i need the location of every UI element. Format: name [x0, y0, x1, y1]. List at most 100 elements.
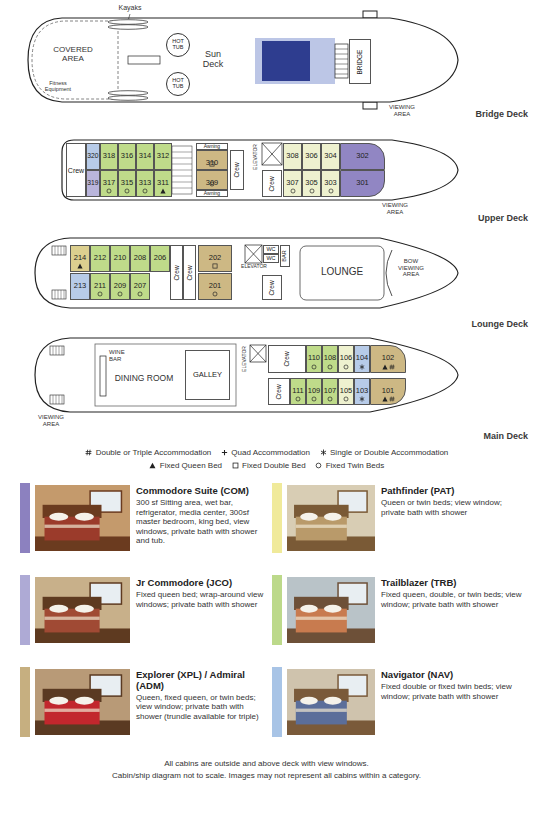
cabin-box: 308 [283, 143, 302, 170]
room-name: Crew [276, 384, 283, 399]
deck-name: Main Deck [420, 432, 528, 442]
bed-symbols [119, 188, 135, 194]
cabin-box: 301 [340, 170, 385, 197]
area-label: DINING ROOM [108, 374, 180, 383]
legend-symbol [85, 449, 93, 456]
cabin-box: 307 [283, 170, 302, 197]
cabin-number: 312 [157, 152, 170, 160]
category-text: Jr Commodore (JCO)Fixed queen bed; wrap-… [136, 578, 270, 609]
cabin-number: 319 [87, 180, 98, 187]
bed-symbols [303, 188, 320, 194]
cabin-box: 315 [118, 170, 136, 197]
cabin-box: 104 [354, 345, 370, 373]
category-description: Fixed queen, double, or twin beds; view … [381, 590, 522, 609]
cabin-box: 103 [354, 378, 370, 405]
room-name: Crew [68, 167, 84, 174]
category-color-bar [20, 575, 30, 645]
area-label: LOUNGE [303, 266, 381, 277]
room-name: WC [266, 256, 275, 262]
cabin-box: 303 [321, 170, 340, 197]
area-label: VIEWING AREA [378, 202, 412, 215]
bed-symbols [291, 396, 305, 402]
cabin-photo [35, 577, 130, 643]
cabin-box: 201 [198, 273, 232, 300]
area-label: VIEWING AREA [34, 414, 68, 427]
room-name: Crew [234, 162, 241, 177]
cabin-box: 316 [118, 143, 136, 170]
cabin-box: 302 [340, 143, 385, 170]
bed-symbols [339, 396, 353, 402]
legend-symbol [315, 462, 323, 469]
area-label: ELEVATOR [253, 144, 258, 170]
cabin-box: 313 [136, 170, 154, 197]
area-label: BOW VIEWING AREA [396, 258, 426, 278]
category-card: Navigator (NAV)Fixed double or fixed twi… [272, 667, 522, 737]
legend-item: Fixed Double Bed [231, 462, 306, 470]
legend-symbol [319, 449, 327, 456]
cabin-number: 202 [209, 254, 222, 262]
cabin-number: 107 [324, 387, 337, 395]
room-name: GALLEY [193, 371, 222, 379]
category-description: Fixed queen bed; wrap-around view window… [136, 590, 270, 609]
cabin-box: 102 [370, 345, 406, 373]
category-title: Trailblazer (TRB) [381, 578, 522, 589]
crew-box: Crew [262, 275, 282, 300]
area-label: ELEVATOR [242, 346, 247, 372]
category-color-bar [272, 667, 282, 737]
legend-item: Quad Accommodation [220, 449, 310, 457]
bed-symbols [199, 291, 231, 297]
upper-deck-hull [62, 140, 458, 200]
cabin-box: 214 [70, 245, 90, 272]
area-label: Sun Deck [198, 50, 228, 70]
crew-box: Crew [268, 345, 306, 373]
main-deck-hull [35, 338, 458, 412]
cabin-box: 211 [90, 273, 110, 300]
legend-symbol [220, 449, 228, 456]
cabin-box: 202 [198, 245, 232, 272]
crew-box: Crew [230, 150, 244, 190]
cabin-number: 309 [206, 179, 219, 187]
legend-text: Fixed Twin Beds [326, 462, 385, 470]
cabin-box: 106 [338, 345, 354, 373]
category-card: Trailblazer (TRB)Fixed queen, double, or… [272, 575, 522, 645]
legend-text: Fixed Double Bed [242, 462, 306, 470]
cabin-number: 306 [305, 152, 318, 160]
bed-symbols [339, 364, 353, 370]
cabin-number: 211 [94, 282, 106, 290]
category-title: Jr Commodore (JCO) [136, 578, 270, 589]
lounge-deck-hull [35, 238, 458, 308]
legend-text: Quad Accommodation [231, 449, 310, 457]
category-text: Explorer (XPL) / Admiral (ADM)Queen, fix… [136, 670, 270, 722]
bed-symbols [137, 188, 153, 194]
bed-symbols [91, 291, 109, 297]
cabin-box: 319 [86, 170, 100, 197]
bed-symbols [371, 364, 405, 370]
hot-tub: HOT TUB [166, 33, 190, 57]
category-text: Trailblazer (TRB)Fixed queen, double, or… [381, 578, 522, 609]
cabin-number: 314 [139, 152, 152, 160]
room-name: Awning [204, 144, 220, 149]
awning-box: Awning [196, 143, 228, 150]
cabin-number: 102 [382, 354, 395, 362]
category-color-bar [272, 575, 282, 645]
legend-text: Double or Triple Accommodation [96, 449, 212, 457]
legend-item: Fixed Twin Beds [315, 462, 385, 470]
cabin-number: 315 [121, 179, 134, 187]
cabin-box: 210 [110, 245, 130, 272]
room-name: Awning [204, 191, 220, 196]
cabin-box: 213 [70, 273, 90, 300]
bed-symbols [323, 364, 337, 370]
crew-box: Crew [170, 245, 183, 300]
cabin-number: 316 [121, 152, 134, 160]
legend-symbol [149, 462, 157, 469]
deck-name: Lounge Deck [420, 320, 528, 330]
deck-name: Upper Deck [420, 214, 528, 224]
hot-tub-name: HOT TUB [170, 39, 186, 51]
legend-item: Fixed Queen Bed [149, 462, 222, 470]
cabin-box: 314 [136, 143, 154, 170]
room-name: Crew [269, 280, 276, 295]
cabin-box: 107 [322, 378, 338, 405]
cabin-number: 106 [340, 354, 353, 362]
cabin-box: 310 [196, 150, 228, 170]
cabin-number: 208 [134, 254, 147, 262]
